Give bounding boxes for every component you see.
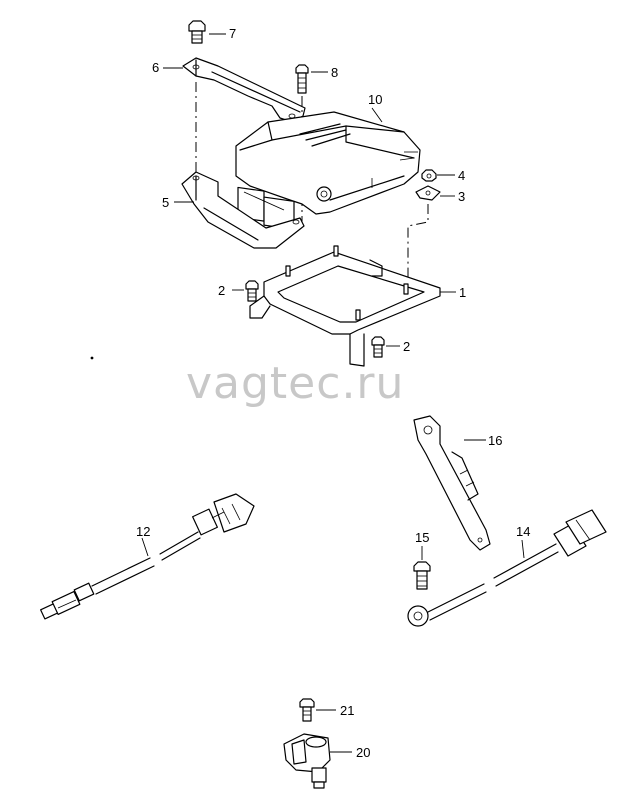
part-7-bolt [188, 20, 206, 44]
part-1-frame [249, 245, 441, 367]
callout-7: 7 [229, 26, 236, 41]
part-6-bracket [182, 57, 306, 123]
part-5-bracket [181, 171, 305, 249]
callout-2-right: 2 [403, 339, 410, 354]
callout-12: 12 [136, 524, 150, 539]
part-15-bolt [413, 561, 431, 590]
part-21-bolt [299, 698, 315, 722]
part-4-nut [421, 169, 437, 182]
watermark-text: vagtec.ru [186, 358, 404, 409]
callout-21: 21 [340, 703, 354, 718]
callout-16: 16 [488, 433, 502, 448]
callout-20: 20 [356, 745, 370, 760]
callout-6: 6 [152, 60, 159, 75]
callout-15: 15 [415, 530, 429, 545]
part-2-screw-left [245, 280, 259, 302]
callout-14: 14 [516, 524, 530, 539]
callout-3: 3 [458, 189, 465, 204]
callout-10: 10 [368, 92, 382, 107]
callout-1: 1 [459, 285, 466, 300]
part-8-bolt [295, 64, 309, 94]
callout-2-left: 2 [218, 283, 225, 298]
part-3-bracket [415, 185, 441, 201]
callout-5: 5 [162, 195, 169, 210]
stray-dot [90, 356, 94, 360]
part-16-bracket [413, 415, 491, 551]
part-14-knock-sensor [407, 509, 607, 627]
callout-8: 8 [331, 65, 338, 80]
part-10-control-unit [235, 111, 421, 230]
part-2-screw-right [371, 336, 385, 358]
callout-4: 4 [458, 168, 465, 183]
part-12-lambda-probe [40, 493, 255, 620]
part-20-sensor [283, 733, 331, 789]
